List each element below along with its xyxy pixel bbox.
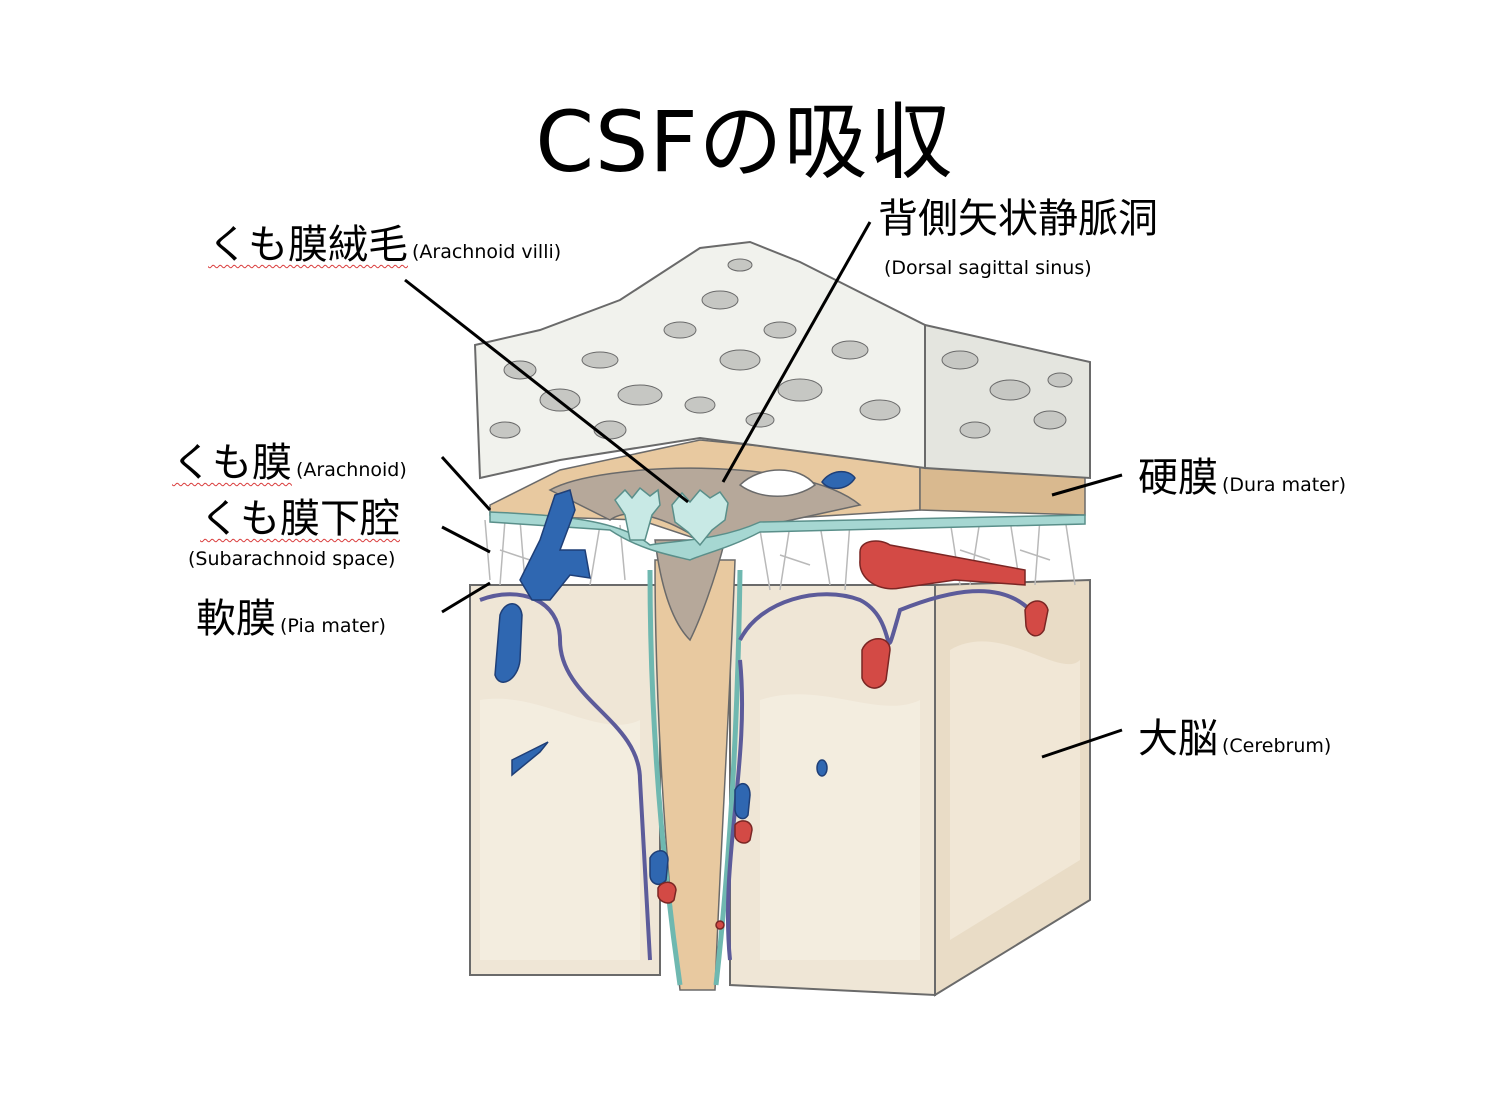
label-dorsal-sagittal-sinus-en: (Dorsal sagittal sinus) xyxy=(884,257,1092,279)
label-arachnoid-villi-en: (Arachnoid villi) xyxy=(412,241,562,263)
label-subarachnoid-space: くも膜下腔 xyxy=(200,496,400,542)
label-arachnoid-jp: くも膜 xyxy=(172,440,292,486)
skull-bone xyxy=(473,240,1091,480)
label-subarachnoid-space-en: (Subarachnoid space) xyxy=(188,548,396,570)
leader-arachnoid-villi xyxy=(404,278,689,504)
label-subarachnoid-space-jp: くも膜下腔 xyxy=(200,496,400,542)
label-pia-mater-jp: 軟膜 xyxy=(196,596,276,642)
label-dura-mater-en: (Dura mater) xyxy=(1222,474,1347,496)
arachnoid-villi xyxy=(614,486,729,547)
arachnoid-membrane xyxy=(489,511,1086,561)
label-pia-mater: 軟膜(Pia mater) xyxy=(196,596,386,642)
label-pia-mater-en: (Pia mater) xyxy=(280,615,386,637)
label-arachnoid: くも膜(Arachnoid) xyxy=(172,440,407,486)
veins xyxy=(494,489,828,886)
subarachnoid-trabeculae xyxy=(484,517,1076,591)
label-dorsal-sagittal-sinus-jp: 背側矢状静脈洞 xyxy=(878,196,1158,242)
label-arachnoid-en: (Arachnoid) xyxy=(296,459,407,481)
label-dura-mater: 硬膜(Dura mater) xyxy=(1138,455,1346,501)
arteries xyxy=(657,540,1049,930)
label-cerebrum: 大脳(Cerebrum) xyxy=(1138,716,1331,762)
page-title: CSFの吸収 xyxy=(535,93,954,191)
leader-arachnoid xyxy=(440,455,492,512)
label-cerebrum-jp: 大脳 xyxy=(1138,716,1218,762)
label-dura-mater-jp: 硬膜 xyxy=(1138,455,1218,501)
leader-pia-mater xyxy=(441,581,491,614)
label-dorsal-sagittal-sinus: 背側矢状静脈洞 xyxy=(878,196,1158,242)
label-arachnoid-villi: くも膜絨毛(Arachnoid villi) xyxy=(208,222,561,268)
label-arachnoid-villi-jp: くも膜絨毛 xyxy=(208,222,408,268)
leader-dura-mater xyxy=(1051,473,1123,497)
leader-dorsal-sagittal-sinus xyxy=(721,221,872,483)
leader-cerebrum xyxy=(1041,728,1123,759)
leader-subarachnoid-space xyxy=(441,525,491,554)
falx xyxy=(647,559,743,991)
cerebrum-block xyxy=(469,578,1091,997)
leader-lines xyxy=(404,221,1123,759)
label-cerebrum-en: (Cerebrum) xyxy=(1222,735,1332,757)
